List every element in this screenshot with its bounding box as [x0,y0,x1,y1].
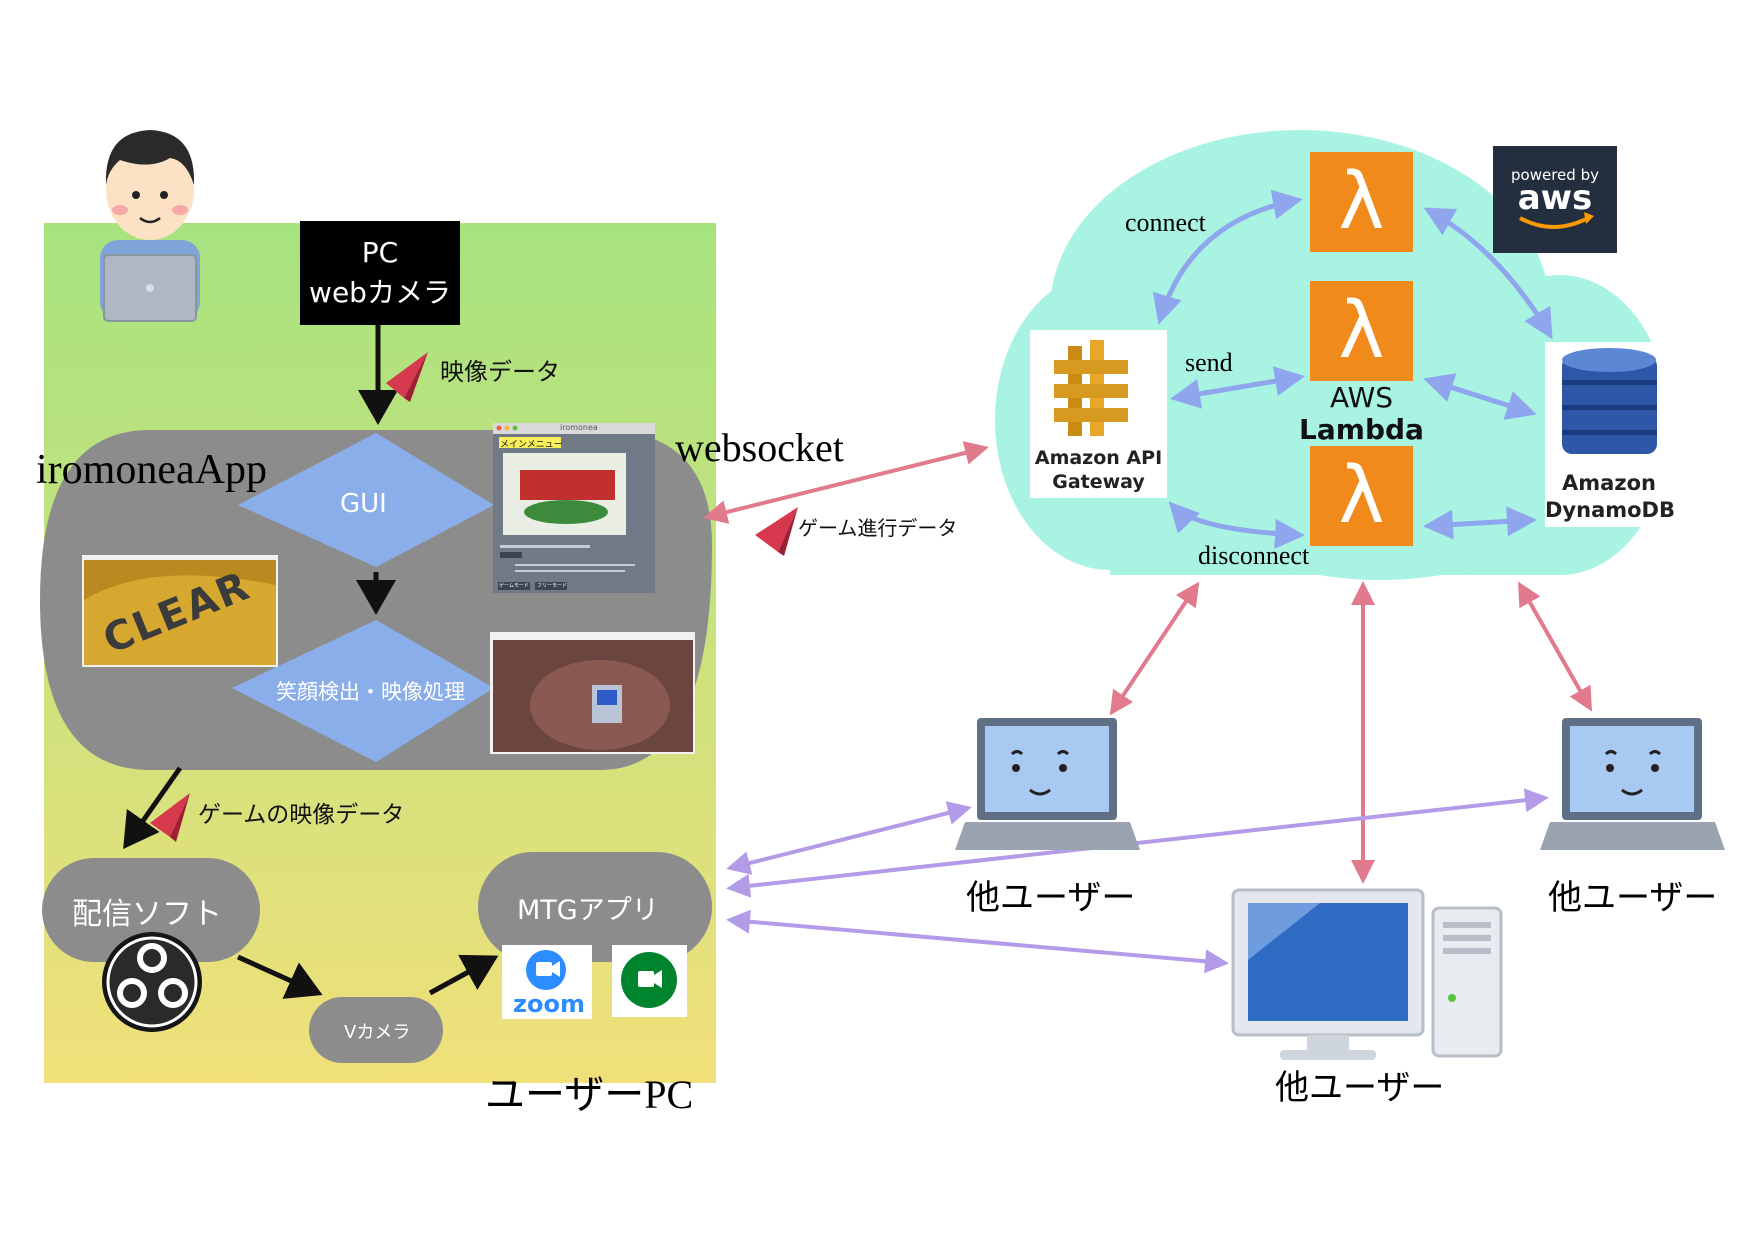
user-person-icon [100,130,200,322]
smile-detect-diamond [232,620,494,762]
dynamodb-icon [1562,348,1657,454]
google-meet-icon [612,945,687,1017]
lambda-icon: λ [1338,286,1385,376]
arrow-connect [1152,189,1303,325]
smile-detect-label: 笑顔検出・映像処理 [276,680,465,704]
aws-lambda-label-line2: Lambda [1299,413,1424,446]
screenshot-free-mode-button: フリーモード [537,583,568,589]
api-gateway-label-line1: Amazon API [1034,447,1163,469]
clear-screenshot [82,555,278,667]
pc-webcam-line1: PC [361,236,399,269]
api-gateway-label: Amazon API Gateway [1030,446,1167,494]
user-pc-label: ユーザーPC [485,1072,694,1117]
vcamera-node [309,997,443,1063]
api-gateway-icon [1054,340,1128,436]
other-user-laptop-left-label: 他ユーザー [966,880,1136,917]
aws-lambda-label-line1: AWS [1329,381,1394,414]
arrow-streaming-to-vcam [236,954,323,999]
other-user-laptop-right-label: 他ユーザー [1548,880,1718,917]
arrow-cloud-laptop-right [1518,581,1592,712]
lambda-icon: λ [1338,451,1385,541]
lambda-icon: λ [1338,157,1385,247]
arrow-mtg-desktop [726,909,1229,974]
lambda-send-box [1310,281,1413,381]
obs-icon [102,932,202,1032]
streaming-soft-node [42,858,260,962]
video-data-label: 映像データ [440,358,560,386]
gui-label: GUI [340,489,387,519]
desktop-pc-icon [1231,888,1503,1060]
powered-by-text: powered by [1511,166,1599,184]
websocket-label: websocket [675,425,844,470]
arrow-app-to-streaming [123,766,183,850]
zoom-text: zoom [513,990,585,1018]
arrow-lambda-send-dynamodb [1423,373,1537,420]
mtg-app-label: MTGアプリ [517,895,659,926]
game-progress-data-label: ゲーム進行データ [798,516,958,540]
pc-webcam-line2: webカメラ [309,276,451,309]
gui-diamond [238,433,494,567]
face-detect-screenshot [490,632,695,754]
app-menu-screenshot [493,423,655,593]
arrow-disconnect [1168,501,1305,549]
screenshot-game-mode-button: ゲームモード [499,583,529,589]
arrow-websocket [703,441,989,524]
zoom-icon [502,945,592,1019]
dynamodb-label: Amazon DynamoDB [1545,470,1675,524]
other-user-desktop-label: 他ユーザー [1275,1070,1445,1107]
game-video-data-label: ゲームの映像データ [198,802,405,828]
aws-brand-text: aws [1517,178,1593,218]
arrow-cloud-laptop-left [1109,581,1200,716]
paper-plane-icon [755,507,798,556]
paper-plane-icon [150,793,190,842]
iromonea-app-title: iromoneaApp [36,447,267,493]
dynamodb-label-line2: DynamoDB [1545,498,1675,522]
vcamera-label: Vカメラ [344,1022,411,1043]
api-gateway-label-line2: Gateway [1052,471,1145,493]
arrow-vcam-to-mtg [428,954,499,996]
aws-lambda-label: AWS Lambda [1290,382,1433,446]
screenshot-window-title: iromonea [560,423,598,432]
disconnect-label: disconnect [1198,541,1310,570]
lambda-disconnect-box [1310,446,1413,546]
arrow-mtg-laptop-left [726,801,972,875]
arrow-lambda-connect-dynamodb [1423,207,1553,340]
mtg-app-node [478,852,712,962]
arrow-send [1170,366,1305,409]
laptop-left-icon [955,718,1140,850]
paper-plane-icon [386,352,428,402]
screenshot-menu-label: メインメニュー [500,440,563,450]
connect-label: connect [1125,208,1206,237]
arrow-lambda-disconnect-dynamodb [1423,506,1537,540]
aws-smile-arrow-icon [1584,212,1594,224]
lambda-connect-box [1310,152,1413,252]
send-label: send [1185,348,1233,377]
dynamodb-label-line1: Amazon [1562,471,1656,495]
pc-webcam-box: PC webカメラ [300,221,460,325]
laptop-right-icon [1540,718,1725,850]
streaming-soft-label: 配信ソフト [72,897,222,932]
